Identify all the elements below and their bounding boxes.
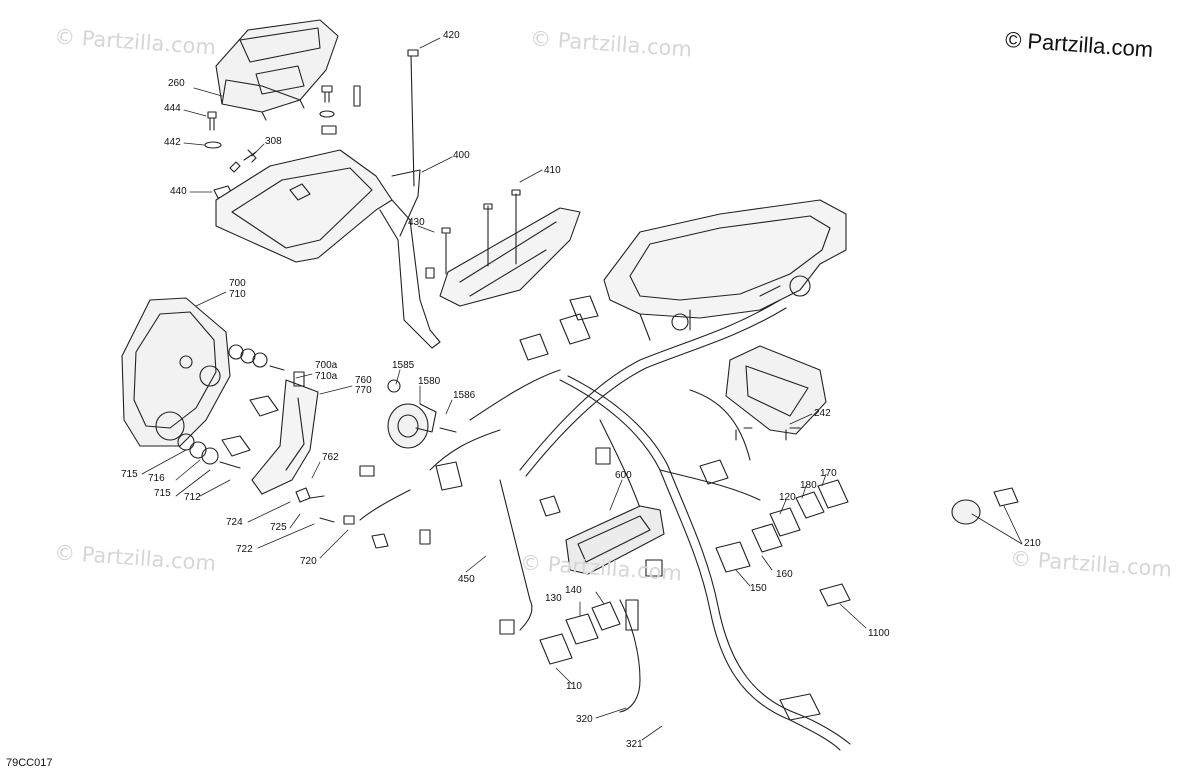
callout-label[interactable]: 600 [615, 470, 632, 481]
part-horn-1580 [387, 379, 457, 449]
leader-lines [141, 37, 1023, 741]
callout-label[interactable]: 715 [121, 469, 138, 480]
part-bracket-400 [215, 149, 441, 349]
callout-label[interactable]: 450 [458, 574, 475, 585]
callout-label[interactable]: 130 [545, 593, 562, 604]
wiring-harness [359, 295, 851, 751]
callout-label[interactable]: 710a [315, 371, 338, 382]
callout-label[interactable]: 762 [322, 452, 339, 463]
callout-label[interactable]: 700 [229, 278, 246, 289]
callout-label[interactable]: 400 [453, 150, 470, 161]
callout-label[interactable]: 160 [776, 569, 793, 580]
callout-label[interactable]: 308 [265, 136, 282, 147]
callout-label[interactable]: 420 [443, 30, 460, 41]
callout-label[interactable]: 242 [814, 408, 831, 419]
callout-label[interactable]: 320 [576, 714, 593, 725]
callout-label[interactable]: 440 [170, 186, 187, 197]
callout-label[interactable]: 442 [164, 137, 181, 148]
callout-label[interactable]: 760 [355, 375, 372, 386]
callout-label[interactable]: 260 [168, 78, 185, 89]
callout-label[interactable]: 444 [164, 103, 181, 114]
callout-label[interactable]: 410 [544, 165, 561, 176]
callout-label[interactable]: 724 [226, 517, 243, 528]
callout-label[interactable]: 722 [236, 544, 253, 555]
callout-label[interactable]: 120 [779, 492, 796, 503]
callout-label[interactable]: 430 [408, 217, 425, 228]
callout-label[interactable]: 210 [1024, 538, 1041, 549]
callout-label[interactable]: 180 [800, 480, 817, 491]
callout-label[interactable]: 1585 [392, 360, 415, 371]
callout-label[interactable]: 1580 [418, 376, 441, 387]
part-display-600 [565, 505, 665, 575]
callout-label[interactable]: 700a [315, 360, 338, 371]
part-housing-700 [121, 297, 231, 447]
part-arm-760 [251, 371, 355, 525]
callout-label[interactable]: 710 [229, 289, 246, 300]
callout-label[interactable]: 150 [750, 583, 767, 594]
callout-label[interactable]: 140 [565, 585, 582, 596]
diagram-code: 79CC017 [6, 757, 53, 769]
callout-label[interactable]: 1586 [453, 390, 476, 401]
part-plate-242 [725, 345, 827, 441]
callout-label[interactable]: 321 [626, 739, 643, 750]
washers [177, 344, 285, 469]
part-cluster-housing [603, 199, 847, 341]
callout-label[interactable]: 725 [270, 522, 287, 533]
callout-label[interactable]: 170 [820, 468, 837, 479]
callout-label[interactable]: 712 [184, 492, 201, 503]
callout-label[interactable]: 715 [154, 488, 171, 499]
part-trim-410 [425, 189, 581, 307]
switches [539, 479, 1019, 665]
callout-label[interactable]: 1100 [868, 628, 890, 639]
callout-label[interactable]: 110 [566, 681, 582, 692]
callout-label[interactable]: 720 [300, 556, 317, 567]
fasteners-top [204, 49, 419, 199]
part-cover-260 [215, 19, 339, 121]
callout-label[interactable]: 770 [355, 385, 372, 396]
callout-label[interactable]: 716 [148, 473, 165, 484]
